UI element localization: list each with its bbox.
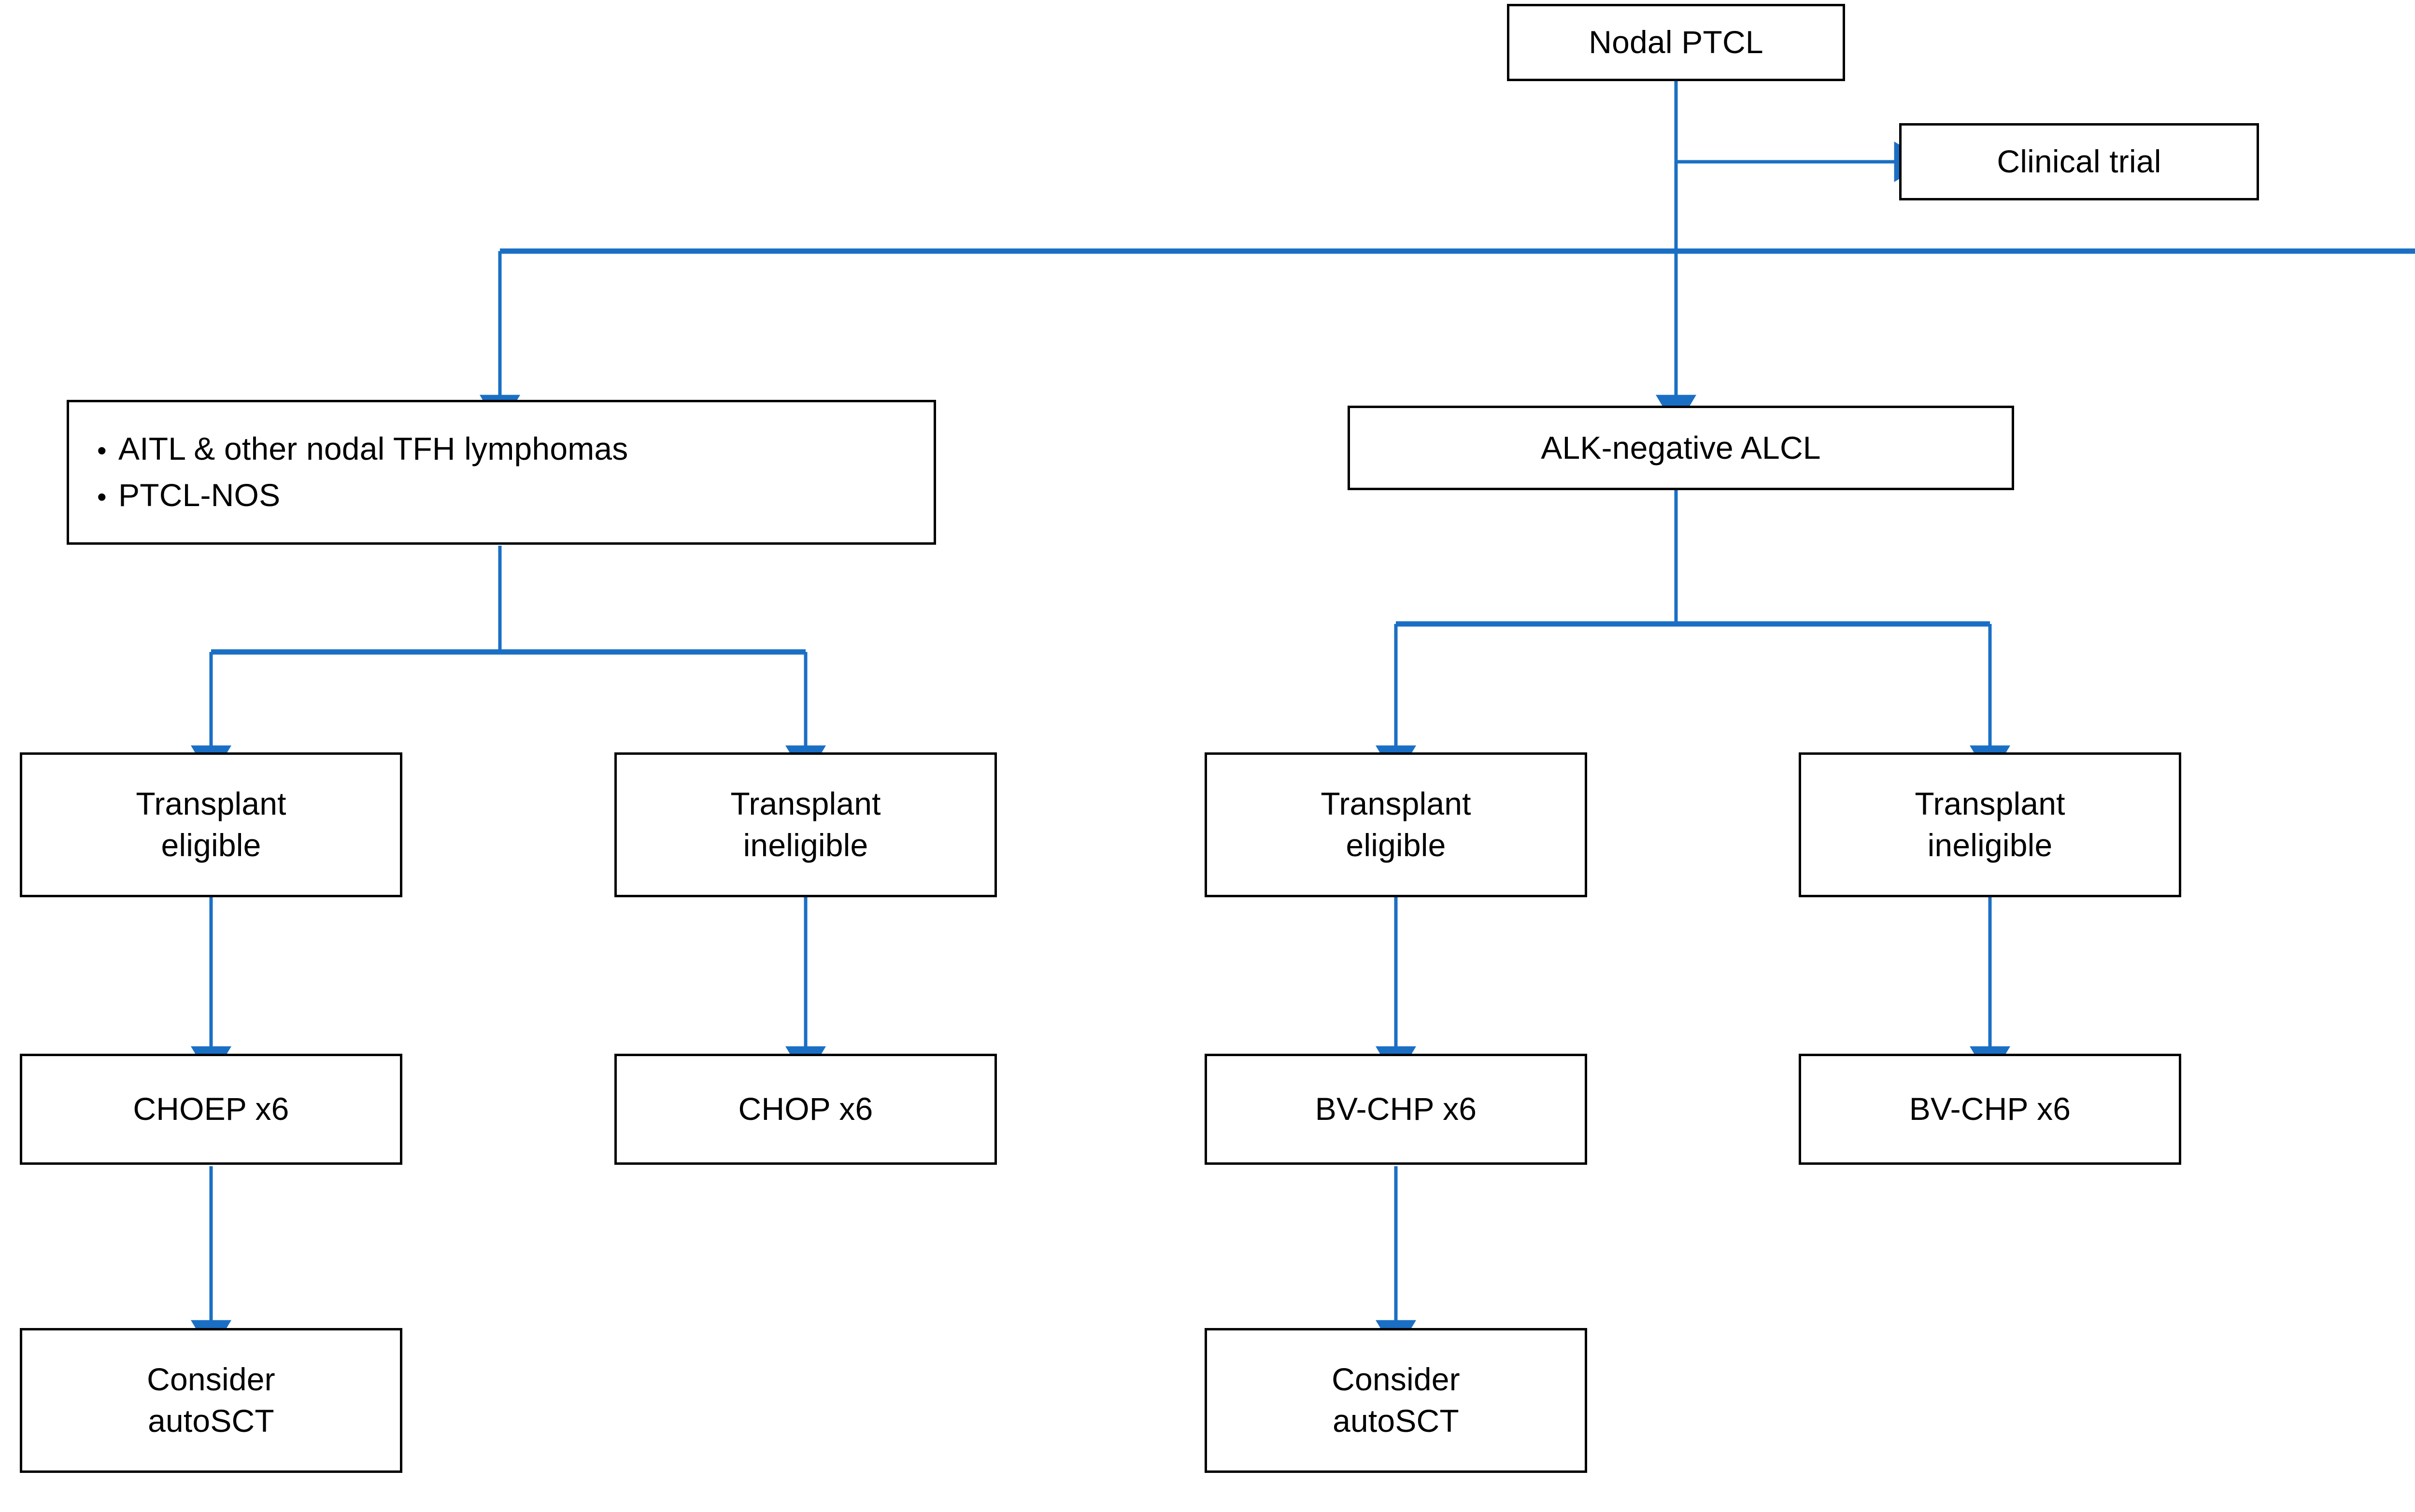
node-clinical-trial-label: Clinical trial (1997, 143, 2161, 180)
node-left-choep-x6[interactable]: CHOEP x6 (20, 1054, 402, 1165)
node-mid-bvchp-eligible-label: BV-CHP x6 (1315, 1091, 1477, 1127)
mid-autosct-line1: Consider (1332, 1361, 1460, 1398)
node-left-chop-label: CHOP x6 (738, 1091, 873, 1127)
node-left-chop-x6[interactable]: CHOP x6 (614, 1054, 997, 1165)
node-mid-consider-autosct[interactable]: Consider autoSCT (1205, 1328, 1587, 1473)
mid-transplant-eligible-line1: Transplant (1321, 786, 1471, 822)
node-mid-bvchp-ineligible-label: BV-CHP x6 (1909, 1091, 2071, 1127)
node-left-consider-autosct[interactable]: Consider autoSCT (20, 1328, 402, 1473)
branch-left-bullet-2: PTCL-NOS (118, 477, 281, 513)
node-alk-negative-label: ALK-negative ALCL (1541, 429, 1821, 466)
bullet-row-1: • AITL & other nodal TFH lymphomas (97, 428, 628, 470)
mid-transplant-ineligible-line2: ineligible (1927, 827, 2053, 863)
node-branch-alk-negative-alcl[interactable]: ALK-negative ALCL (1348, 406, 2014, 490)
node-mid-transplant-ineligible[interactable]: Transplant ineligible (1799, 752, 2181, 897)
node-mid-bvchp-x6-eligible[interactable]: BV-CHP x6 (1205, 1054, 1587, 1165)
mid-autosct-line2: autoSCT (1333, 1403, 1459, 1439)
mid-transplant-ineligible-line1: Transplant (1915, 786, 2065, 822)
left-autosct-line2: autoSCT (148, 1403, 274, 1439)
node-nodal-ptcl[interactable]: Nodal PTCL (1507, 4, 1845, 81)
left-transplant-ineligible-line2: ineligible (743, 827, 868, 863)
node-left-choep-label: CHOEP x6 (133, 1091, 289, 1127)
branch-left-bullet-1: AITL & other nodal TFH lymphomas (118, 431, 628, 467)
left-transplant-ineligible-line1: Transplant (730, 786, 881, 822)
left-transplant-eligible-line1: Transplant (136, 786, 286, 822)
bullet-dot-icon: • (97, 435, 107, 466)
node-mid-bvchp-x6-ineligible[interactable]: BV-CHP x6 (1799, 1054, 2181, 1165)
bullet-dot-icon: • (97, 481, 107, 512)
left-autosct-line1: Consider (147, 1361, 275, 1398)
node-left-transplant-ineligible[interactable]: Transplant ineligible (614, 752, 997, 897)
mid-transplant-eligible-line2: eligible (1346, 827, 1446, 863)
node-clinical-trial[interactable]: Clinical trial (1899, 123, 2259, 200)
bullet-row-2: • PTCL-NOS (97, 475, 280, 516)
node-nodal-ptcl-label: Nodal PTCL (1589, 24, 1763, 60)
node-left-transplant-eligible[interactable]: Transplant eligible (20, 752, 402, 897)
left-transplant-eligible-line2: eligible (161, 827, 261, 863)
node-branch-left-tfh-ptclnos[interactable]: • AITL & other nodal TFH lymphomas • PTC… (67, 400, 936, 545)
node-mid-transplant-eligible[interactable]: Transplant eligible (1205, 752, 1587, 897)
